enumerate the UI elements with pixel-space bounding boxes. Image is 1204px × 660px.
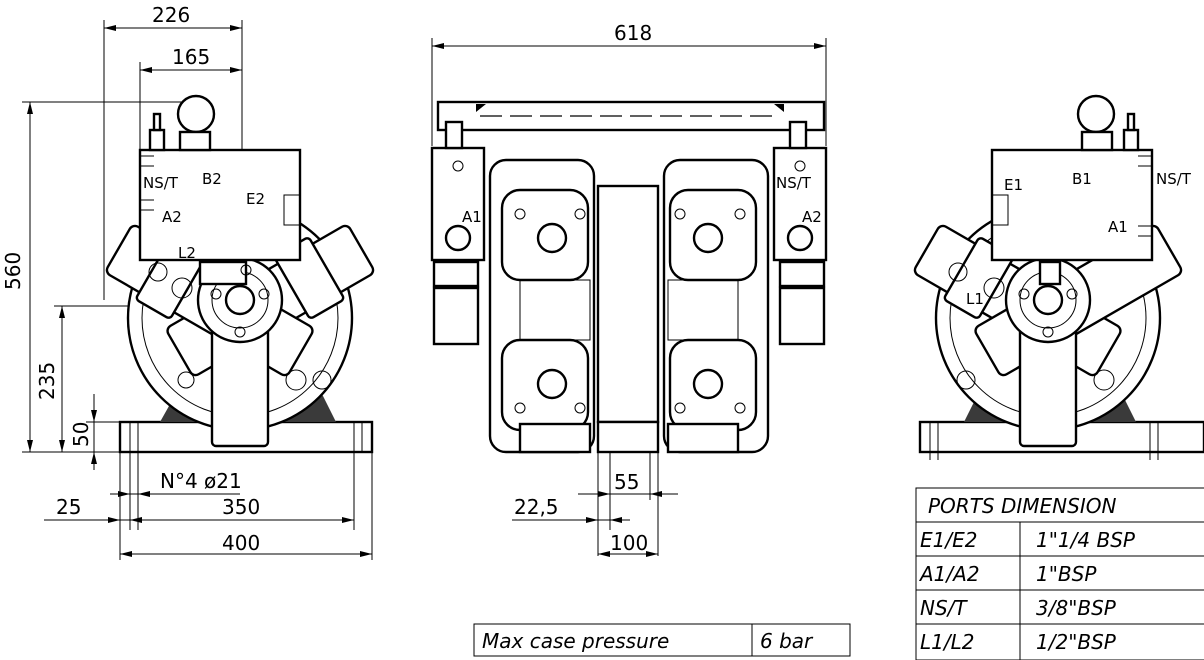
- dim-235: 235: [35, 362, 59, 400]
- port-label-e1: E1: [1004, 176, 1023, 194]
- port-label-a1-right: A1: [1108, 218, 1128, 236]
- dim-22-5: 22,5: [514, 495, 559, 519]
- dim-55: 55: [614, 470, 639, 494]
- dim-25: 25: [56, 495, 81, 519]
- port-row-size: 1"BSP: [1036, 562, 1097, 586]
- port-label-a2: A2: [162, 208, 182, 226]
- ports-dimension-table: PORTS DIMENSION E1/E2 1"1/4 BSP A1/A2 1"…: [915, 487, 1204, 660]
- dim-226: 226: [152, 3, 190, 27]
- port-row-name: NS/T: [920, 596, 968, 620]
- port-label-l1: L1: [966, 290, 984, 308]
- dim-400: 400: [222, 531, 260, 555]
- port-label-a2-center: A2: [802, 208, 822, 226]
- port-label-b1: B1: [1072, 170, 1092, 188]
- port-label-ns-t-right: NS/T: [1156, 170, 1192, 188]
- dim-618: 618: [614, 21, 652, 45]
- port-label-e2: E2: [246, 190, 265, 208]
- port-row-size: 3/8"BSP: [1036, 596, 1117, 620]
- dim-holes: N°4 ø21: [160, 469, 242, 493]
- left-side-view: 226 165 560 235 50: [1, 3, 375, 560]
- port-row-name: L1/L2: [920, 630, 974, 654]
- dim-50: 50: [69, 422, 93, 447]
- port-row-size: 1/2"BSP: [1036, 630, 1117, 654]
- dim-100: 100: [610, 531, 648, 555]
- port-label-a1: A1: [462, 208, 482, 226]
- dim-560: 560: [1, 252, 25, 290]
- dim-165: 165: [172, 45, 210, 69]
- case-pressure-label: Max case pressure: [482, 629, 669, 653]
- port-label-ns-t-center: NS/T: [776, 174, 812, 192]
- case-pressure-box: [473, 623, 851, 657]
- port-label-b2: B2: [202, 170, 222, 188]
- case-pressure-value: 6 bar: [760, 629, 814, 653]
- ports-table-title: PORTS DIMENSION: [928, 494, 1116, 518]
- port-label-l2: L2: [178, 244, 196, 262]
- port-row-name: A1/A2: [918, 562, 980, 586]
- front-view: 618 A1 NS/T A2: [430, 21, 851, 657]
- right-side-view: E1 B1 NS/T A1 L1: [913, 94, 1204, 460]
- port-row-size: 1"1/4 BSP: [1036, 528, 1136, 552]
- port-row-name: E1/E2: [920, 528, 977, 552]
- port-label-ns-t: NS/T: [143, 174, 179, 192]
- dim-350: 350: [222, 495, 260, 519]
